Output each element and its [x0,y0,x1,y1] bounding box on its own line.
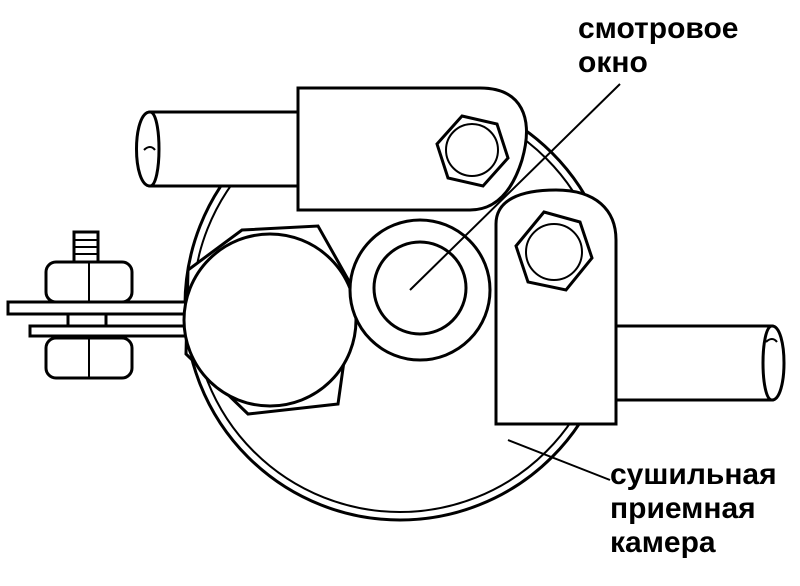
sight-glass-label-line1: смотровое [578,12,739,45]
receiver-label-line3: камера [610,526,716,559]
upper-fitting [296,86,528,212]
sight-glass-leader-line [409,83,621,291]
receiver-leader-line [507,439,611,481]
sight-glass-label-line2: окно [578,46,648,79]
clamp-bolt [44,230,134,380]
lower-fitting [494,188,618,426]
sight-glass [348,218,492,362]
upper-pipe [135,110,312,188]
large-hex-nut [182,224,358,416]
lower-pipe [608,324,786,402]
receiver-label-line1: сушильная [610,458,777,491]
receiver-label-line2: приемная [610,492,756,525]
